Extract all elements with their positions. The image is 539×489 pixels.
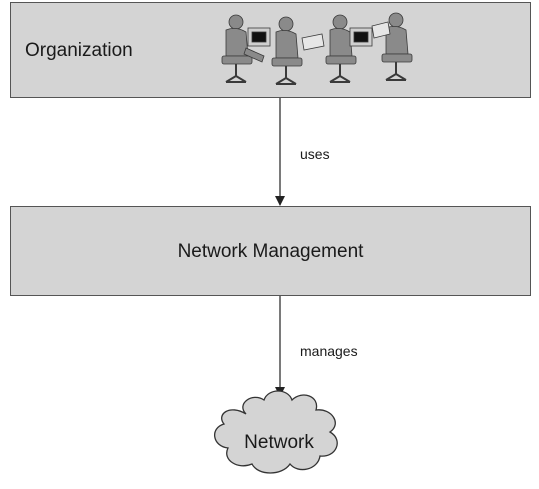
people-at-computers-illustration (221, 12, 413, 85)
cloud-icon (214, 390, 338, 474)
network-management-box: Network Management (10, 206, 531, 296)
uses-edge-label: uses (300, 146, 330, 162)
network-management-label: Network Management (177, 241, 364, 262)
organization-label: Organization (25, 40, 133, 61)
manages-edge-label: manages (300, 343, 358, 359)
network-label: Network (244, 432, 314, 453)
organization-box: Organization (10, 2, 531, 98)
